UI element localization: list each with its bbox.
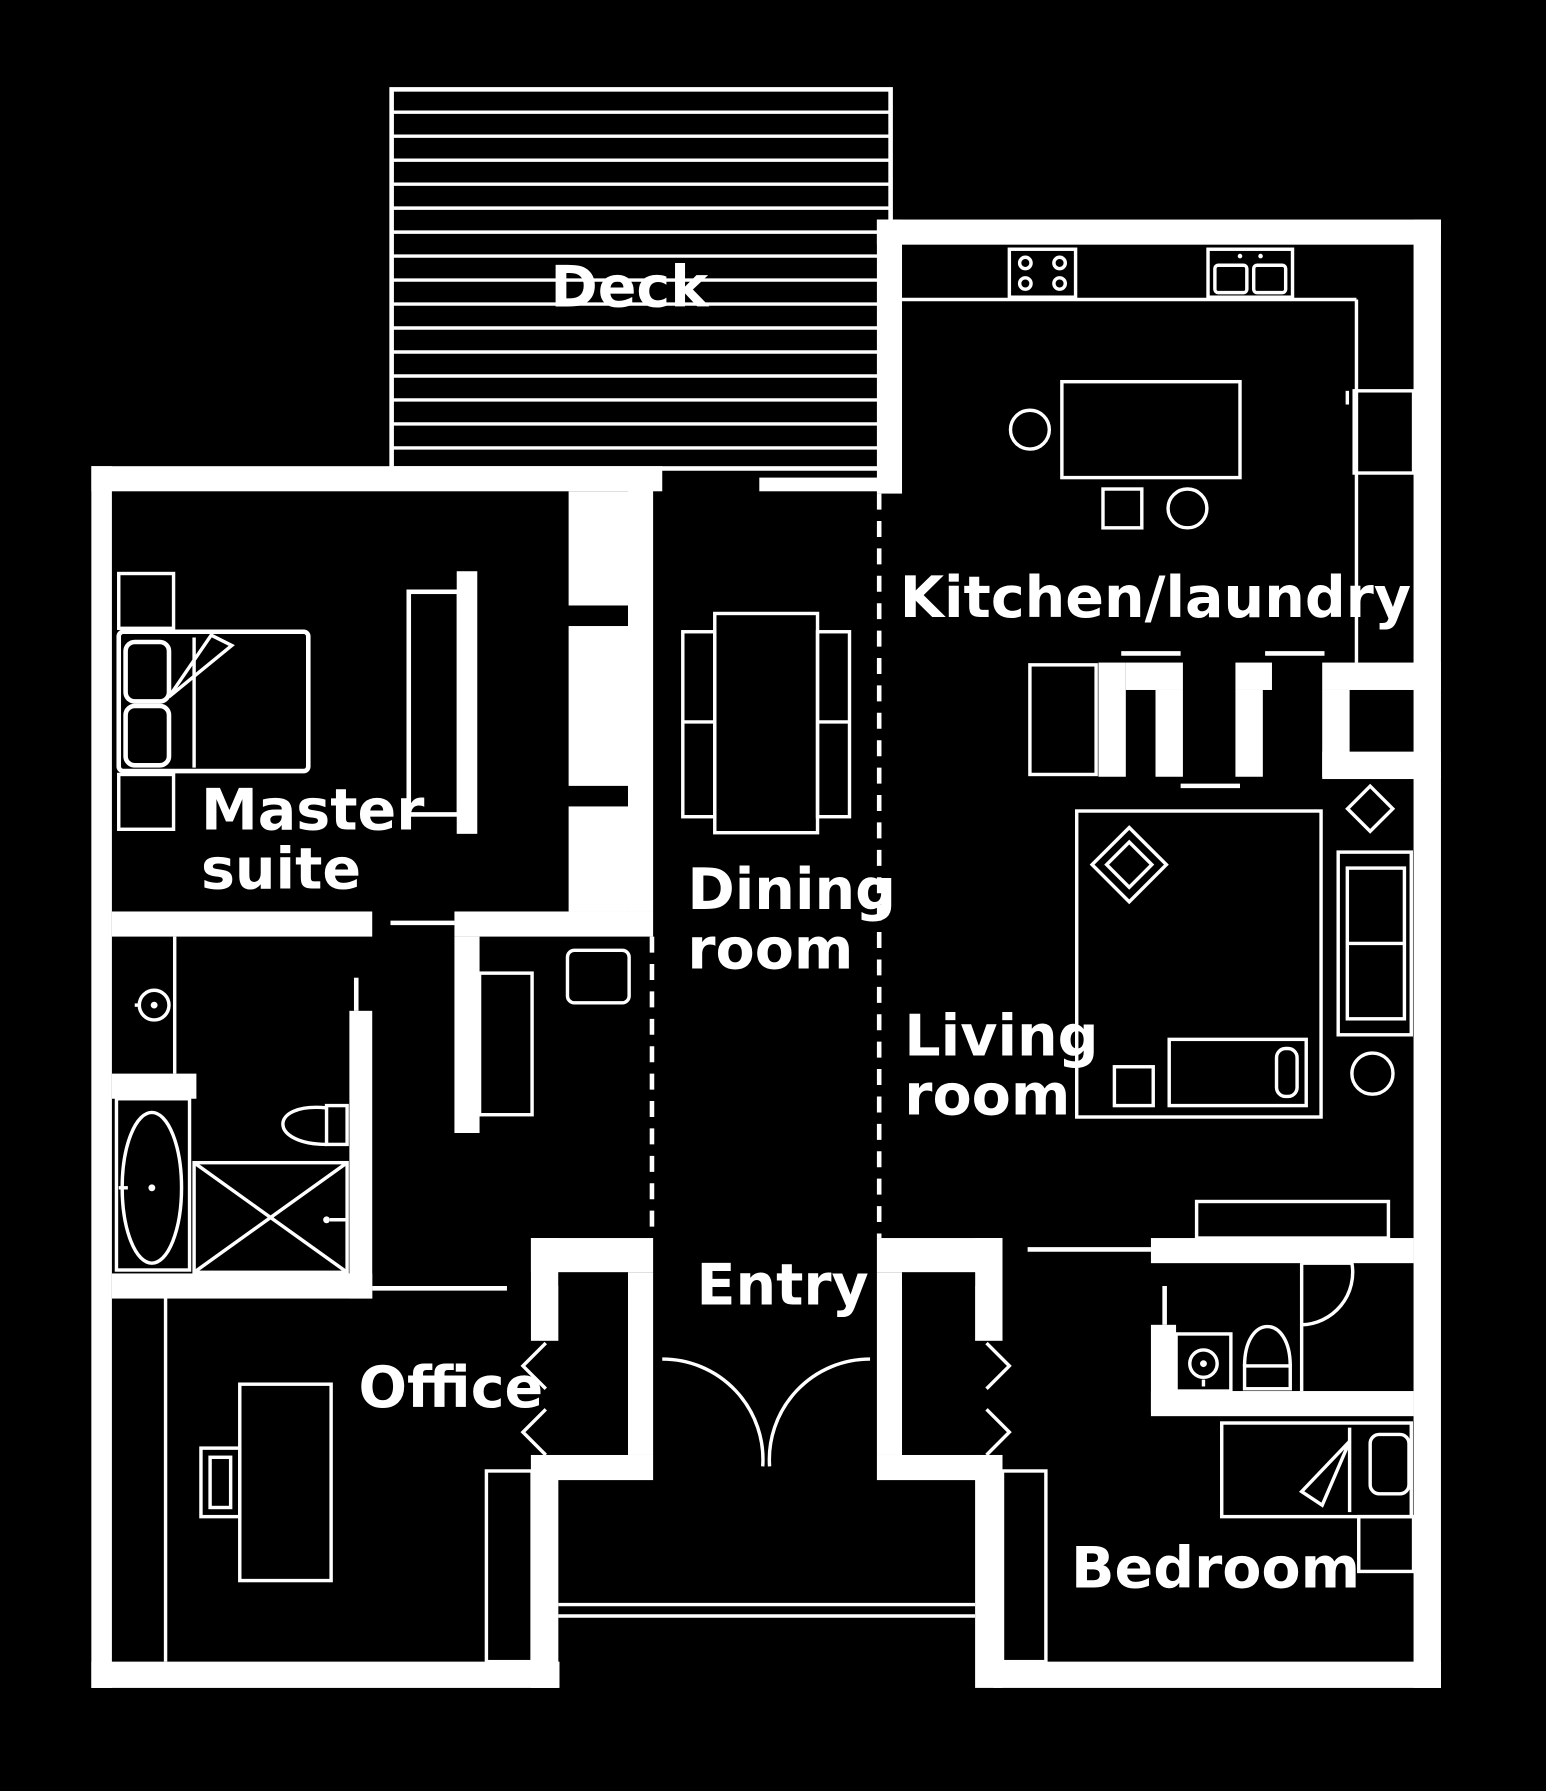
master-bath (111, 936, 507, 1299)
bed-icon (116, 571, 311, 831)
entry-walls (520, 1238, 1012, 1688)
kitchen-island-icon (1008, 379, 1242, 530)
office (163, 1298, 534, 1664)
bathtub-icon (114, 1097, 192, 1272)
armchair-icon (1089, 825, 1169, 905)
bedroom (1000, 1199, 1416, 1664)
label-bedroom: Bedroom (1071, 1535, 1360, 1601)
refrigerator-icon (1352, 389, 1416, 475)
label-office: Office (359, 1355, 544, 1421)
label-deck: Deck (550, 254, 710, 320)
rug-icon (1075, 809, 1323, 1119)
ottoman-icon (1112, 1065, 1155, 1108)
sofa-icon (1336, 850, 1413, 1037)
label-living-line1: Living (904, 1003, 1098, 1069)
dresser-icon (1194, 1199, 1391, 1240)
label-entry: Entry (696, 1252, 868, 1318)
label-kitchen: Kitchen/laundry (900, 565, 1411, 631)
stove-icon (1007, 247, 1078, 299)
living-room (1075, 783, 1413, 1119)
kitchen (902, 247, 1441, 789)
shower-icon (192, 1160, 349, 1275)
bed-icon (1220, 1421, 1416, 1574)
label-dining-line1: Dining (687, 857, 896, 923)
side-table-icon (1345, 783, 1396, 834)
sink-icon (134, 988, 171, 1022)
exterior-walls (91, 219, 1441, 1688)
desk-icon (199, 1382, 333, 1583)
master-suite (111, 491, 654, 937)
toilet-icon (281, 1103, 349, 1147)
lamp-icon (1350, 1051, 1395, 1096)
toilet-icon (1242, 1325, 1292, 1391)
closet-icon (1000, 1469, 1048, 1664)
chair-icon (565, 948, 631, 1005)
room-dividers (649, 493, 882, 1239)
label-dining-line2: room (687, 917, 853, 983)
coffee-table-icon (1167, 1037, 1308, 1108)
label-master-line2: suite (201, 837, 361, 903)
deck-area (389, 87, 893, 471)
windows (96, 226, 1429, 1681)
washer-icon (1028, 663, 1098, 777)
label-living-line2: room (904, 1063, 1070, 1129)
label-master-line1: Master (201, 777, 424, 843)
sink-icon (1174, 1332, 1233, 1393)
kitchen-sink-icon (1206, 247, 1295, 299)
room-labels: Deck Kitchen/laundry Master suite Dining… (201, 254, 1411, 1601)
hall-closet (454, 936, 631, 1133)
dining-table-icon (681, 611, 852, 835)
